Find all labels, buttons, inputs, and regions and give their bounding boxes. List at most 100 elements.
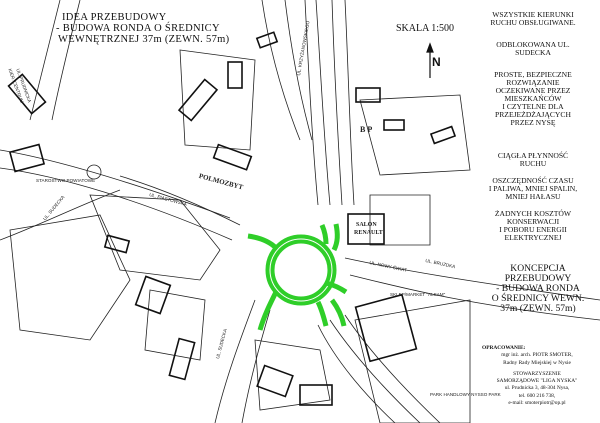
building [8,143,46,173]
concept-line: O ŚREDNICY WEWN. [491,293,585,305]
road-edge [284,0,313,141]
concept-line: 37m (ZEWN. 57m) [500,303,576,315]
parcel-outline [179,49,256,151]
place-label: PARK HANDLOWY NYSSO PARK [430,392,501,397]
title-line: WEWNĘTRZNEJ 37m (ZEWN. 57m) [58,34,230,46]
building [177,78,219,122]
approach-lane [319,224,329,245]
note-line: ŻADNYCH KOSZTÓW [494,209,572,218]
small-roundabout [86,164,102,180]
approach-lane [325,280,348,295]
building [7,73,47,115]
road-edge [304,0,319,206]
road-edge [214,299,256,423]
approach-lane [329,298,347,327]
note-block: ŻADNYCH KOSZTÓW KONSERWACJI I POBORU ENE… [470,210,596,242]
north-label: N [432,55,441,69]
parcel-outline [359,94,471,176]
concept-line: - BUDOWA RONDA [496,283,580,295]
note-line: SUDECKA [515,47,551,57]
note-block: PROSTE, BEZPIECZNE ROZWIĄZANIE OCZEKIWAN… [470,71,596,127]
roundabout [247,223,348,331]
road-edge [0,149,231,219]
roundabout-lane-marking [300,269,333,302]
building [168,337,196,381]
parcel-outline [144,289,206,361]
road-edge [344,0,355,206]
credits-address: ul. Prudnicka 3, 48-304 Nysa, [504,385,570,392]
building [255,31,279,49]
roundabout-lane-marking [269,269,302,302]
note-line: OSZCZĘDNOŚĆ CZASU [492,176,574,185]
note-line: RUCHU OBSŁUGIWANE. [490,17,576,27]
road-edge [344,257,600,301]
parcel-outline [369,194,431,246]
parcel-outline [89,194,221,281]
title-line: - BUDOWA RONDA O ŚREDNICY [56,23,220,35]
road-edge [331,0,343,206]
credits-heading: OPRACOWANIE: [482,345,526,351]
building [227,61,243,89]
note-line: MNIEJ HAŁASU [505,191,561,201]
note-line: ROZWIĄZANIE [506,77,560,87]
place-label: SALON [356,222,377,228]
concept-line: KONCEPCJA [510,263,566,274]
building [103,234,131,254]
concept-block: KONCEPCJA PRZEBUDOWY - BUDOWA RONDA O ŚR… [478,263,598,315]
building [256,364,294,398]
approach-lane [315,300,329,327]
credits-phone: tel. 600 216 738, [518,392,556,399]
note-line: CIĄGŁA PŁYNNOŚĆ [497,151,569,160]
note-line: I PALIWA, MNIEJ SPALIN, [488,183,578,193]
credits-block: OPRACOWANIE: mgr inż. arch. PIOTR SMOTER… [476,345,598,407]
approach-lane [247,233,278,250]
road-edge [29,0,61,121]
concept-line: PRZEBUDOWY [504,273,572,285]
road-edge [0,189,121,241]
place-label: STAROSTWO POWIATOWE [36,178,96,183]
road-edge [349,274,600,321]
road-edge [119,175,241,226]
note-line: PRZEZ NYSĘ [510,117,556,127]
road-edge [329,319,421,423]
plan-title: IDEA PRZEBUDOWY - BUDOWA RONDA O ŚREDNIC… [56,12,229,45]
credits-author: mgr inż. arch. PIOTR SMOTER, [501,352,573,359]
parcel-outline [354,299,471,423]
road-edge [51,0,81,121]
credits-org: STOWARZYSZENIE [513,370,561,377]
place-label: B P [360,125,373,134]
building [429,125,457,145]
note-block: CIĄGŁA PŁYNNOŚĆ RUCHU [470,152,596,168]
building [347,213,385,245]
building [212,143,253,171]
road-edge [261,0,301,141]
credits-org: SAMORZĄDOWE "LIGA NYSKA" [496,378,578,385]
approach-lane [331,223,340,252]
credits-email: e-mail: smoterpiotr@op.pl [508,400,566,407]
note-line: I POBORU ENERGII [499,224,567,234]
roundabout-lane-marking [300,238,333,271]
note-line: MIESZKAŃCÓW [504,93,562,103]
roundabout-lane-marking [269,238,302,271]
title-line: IDEA PRZEBUDOWY [62,12,167,23]
note-line: I CZYTELNE DLA [502,101,564,111]
note-block: OSZCZĘDNOŚĆ CZASU I PALIWA, MNIEJ SPALIN… [470,177,596,201]
credits-role: Radny Rady Miejskiej w Nysie [503,359,571,366]
building [355,87,381,103]
place-label: RENAULT [354,230,383,236]
approach-lane [257,290,279,331]
road-edge [241,309,271,423]
scale-label: SKALA 1:500 [396,23,455,34]
note-line: PROSTE, BEZPIECZNE [494,70,572,79]
note-line: ELEKTRYCZNEJ [504,232,562,242]
building [299,384,333,406]
place-label: SKLEP/MARKET "ALSAM" [390,292,446,297]
note-block: WSZYSTKIE KIERUNKI RUCHU OBSŁUGIWANE. [470,11,596,27]
note-line: WSZYSTKIE KIERUNKI [492,10,574,19]
note-line: RUCHU [519,158,547,168]
north-arrow-icon [426,42,434,78]
building [354,293,418,363]
road-edge [0,167,233,241]
building [134,275,172,315]
